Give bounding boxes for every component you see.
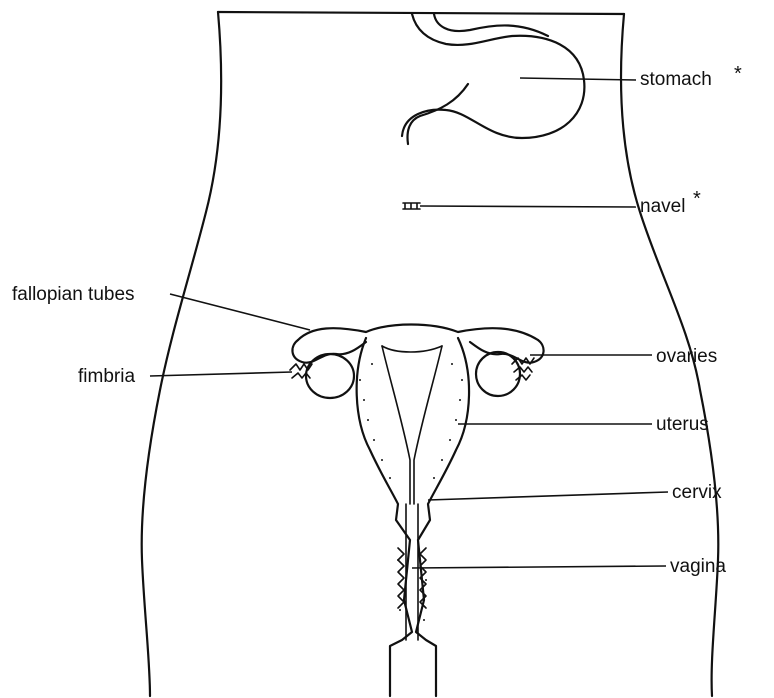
label-fallopian-tubes: fallopian tubes xyxy=(12,284,135,305)
leader-stomach xyxy=(520,78,636,80)
label-fimbria: fimbria xyxy=(78,366,135,387)
label-uterus: uterus xyxy=(656,414,709,435)
stomach-asterisk: * xyxy=(734,63,742,85)
label-ovaries: ovaries xyxy=(656,346,717,367)
torso-outline xyxy=(142,12,719,696)
leader-lines xyxy=(150,78,668,568)
label-cervix: cervix xyxy=(672,482,722,503)
label-stomach: stomach xyxy=(640,69,712,90)
reproductive-organs xyxy=(290,325,544,697)
leader-navel xyxy=(420,206,636,207)
leader-vagina xyxy=(412,566,666,568)
label-navel: navel xyxy=(640,196,685,217)
labels: stomach * navel * fallopian tubes fimbri… xyxy=(12,63,742,577)
label-vagina: vagina xyxy=(670,556,726,577)
leader-cervix xyxy=(428,492,668,500)
navel-asterisk: * xyxy=(693,188,701,210)
navel-mark xyxy=(403,203,420,209)
leader-fimbria xyxy=(150,372,292,376)
leader-fallopian-tubes xyxy=(170,294,310,330)
